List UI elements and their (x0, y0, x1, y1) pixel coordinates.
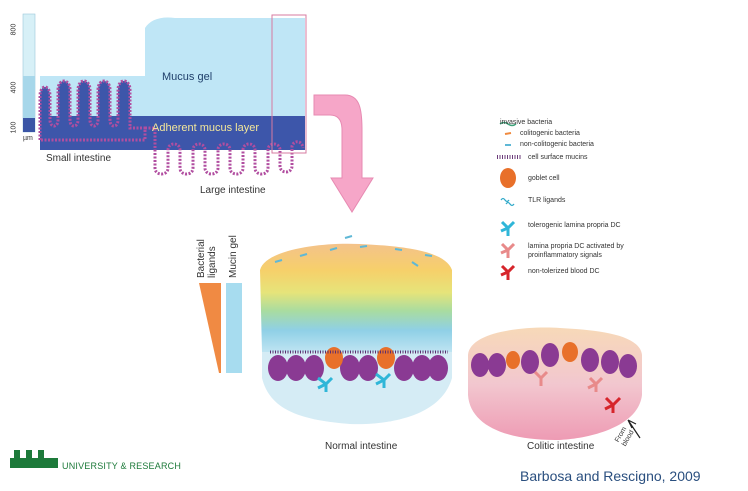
colitogenic-bacteria-icon (504, 132, 512, 135)
activated-dc (587, 376, 604, 392)
large-intestine-crypts (145, 126, 305, 176)
normal-intestine-label: Normal intestine (325, 441, 398, 452)
small-intestine-label: Small intestine (46, 153, 112, 164)
mucin-gel-label: Mucin gel (228, 235, 239, 278)
scale-tick-400: 400 (10, 81, 18, 94)
legend-invasive-bacteria: invasive bacteria (500, 119, 553, 126)
bacterial-ligands-gradient (199, 283, 221, 373)
normal-epithelium (268, 355, 448, 381)
legend-colitogenic-bacteria: colitogenic bacteria (520, 130, 580, 137)
adherent-mucus-label: Adherent mucus layer (152, 122, 259, 134)
university-logo-mark (10, 450, 58, 468)
invasive-bacteria-icon (499, 121, 517, 127)
from-blood-arrow (627, 419, 641, 439)
scale-tick-800: 800 (10, 23, 18, 36)
goblet-cell-icon (500, 168, 516, 188)
legend-tolerogenic-dc: tolerogenic lamina propria DC (528, 222, 621, 229)
bacterial-ligands-label: Bacterial ligands (196, 239, 218, 278)
tolerogenic-dc-1 (317, 376, 334, 392)
blood-dc (604, 396, 622, 413)
scale-bar (22, 13, 36, 133)
tolerogenic-dc-icon (500, 220, 516, 236)
zoom-box (271, 14, 307, 154)
zoom-arrow (313, 94, 374, 213)
normal-intestine-illustration (260, 235, 452, 425)
mucus-layers-diagram (38, 14, 307, 176)
legend-blood-dc: non-tolerized blood DC (528, 268, 600, 275)
legend-icons (497, 121, 522, 280)
mucin-gel-gradient (226, 283, 242, 373)
colitic-intestine-label: Colitic intestine (527, 441, 595, 452)
citation: Barbosa and Rescigno, 2009 (520, 468, 701, 484)
small-intestine-villi (38, 79, 147, 142)
large-intestine-label: Large intestine (200, 185, 266, 196)
mucus-gel-label: Mucus gel (162, 71, 213, 83)
legend-activated-dc: lamina propria DC activated by proinflam… (528, 243, 624, 259)
scale-tick-100: 100 (10, 121, 18, 134)
tolerogenic-dc-2 (375, 372, 392, 388)
colitic-intestine-illustration (468, 327, 642, 440)
legend-tlr-ligands: TLR ligands (528, 197, 566, 204)
legend-non-colitogenic-bacteria: non-colitogenic bacteria (520, 141, 594, 148)
legend-cell-surface-mucins: cell surface mucins (528, 154, 588, 161)
blood-dc-icon (500, 264, 516, 280)
scale-unit: µm (23, 135, 33, 142)
colitic-goblet-cells (506, 342, 578, 369)
colitic-epithelium (471, 343, 637, 378)
activated-dc-icon (500, 242, 516, 258)
normal-bacteria (274, 235, 433, 267)
university-logo-text: UNIVERSITY & RESEARCH (62, 461, 182, 471)
tlr-ligands-icon (500, 197, 515, 207)
activated-dc-2 (533, 370, 549, 386)
legend-goblet-cell: goblet cell (528, 175, 560, 182)
